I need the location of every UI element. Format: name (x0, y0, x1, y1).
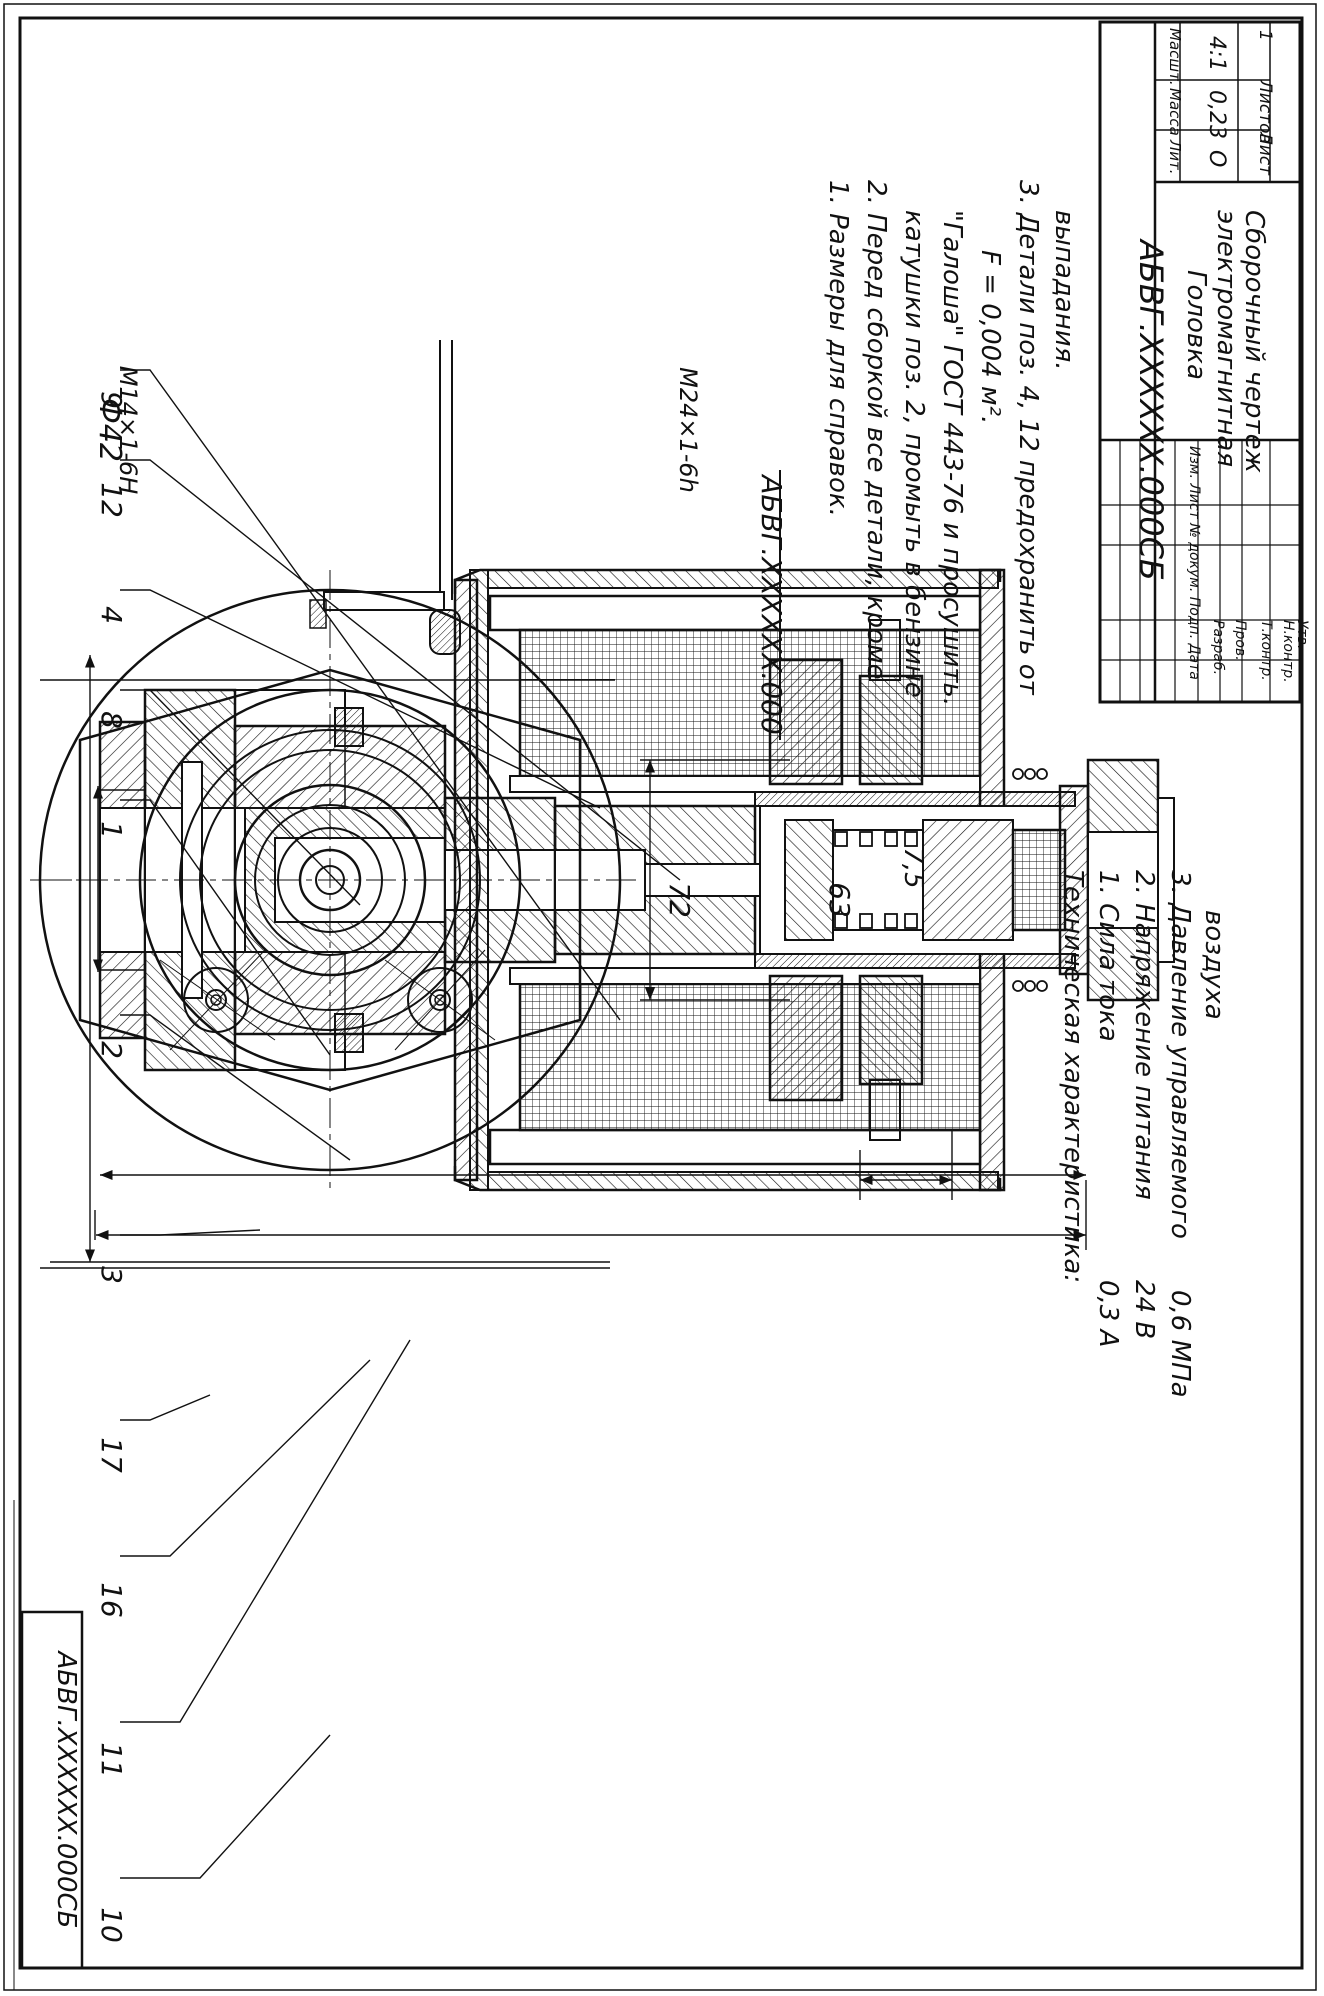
tech-row-3-label: 3. Давление управляемого (1165, 870, 1195, 1239)
title-role-3: Т.контр. (1258, 620, 1274, 681)
dim-7-5: 7,5 (898, 847, 928, 888)
title-role-4: Н.контр. (1280, 620, 1296, 683)
corner-code-box: АБВГ.XXXXXX.000СБ (20, 1610, 84, 1970)
title-scale-header: Масшт. (1166, 28, 1184, 86)
part-17-terminal (309, 340, 461, 655)
title-sheets-value: 1 (1255, 30, 1275, 41)
title-designation: АБВГ.XXXXXX.000СБ (1132, 238, 1170, 581)
title-block: АБВГ.XXXXXX.000СБ Головка электромагнитн… (1098, 20, 1310, 704)
part-9-seal-rings (1012, 768, 1048, 992)
general-notes: 1. Размеры для справок. 2. Перед сборкой… (823, 180, 1079, 706)
title-sheets-label: Листов (1255, 79, 1275, 144)
top-view (30, 570, 640, 1190)
callout-1: 1 (95, 821, 128, 839)
title-mass-header: Масса (1166, 88, 1184, 136)
corner-drawing-code: АБВГ.XXXXXX.000СБ (51, 1650, 81, 1929)
dim-m14: М14×1-6Н (114, 366, 142, 495)
part-4-valve (784, 819, 1067, 941)
spec-code-block: АБВГ.XXXXXX.000 (755, 470, 788, 740)
dimension-lines (40, 655, 1087, 1269)
title-role-1: Разраб. (1210, 620, 1226, 675)
note-line-4: "Галоша" ГОСТ 443-76 и просушить. (937, 210, 967, 706)
callout-3: 3 (95, 1266, 128, 1284)
top-flange (768, 619, 1175, 1141)
drawing-frame (18, 16, 1304, 1970)
note-line-5: F = 0,004 м². (975, 250, 1005, 424)
callout-11: 11 (95, 1742, 128, 1778)
tech-row-4-label: воздуха (1199, 910, 1229, 1020)
spec-code: АБВГ.XXXXXX.000 (755, 473, 788, 735)
callout-8: 8 (95, 711, 128, 729)
title-role-2: Пров. (1232, 620, 1248, 661)
callout-10: 10 (95, 1907, 128, 1943)
callout-2: 2 (95, 1041, 128, 1059)
title-lit-value: О (1204, 150, 1229, 167)
tech-row-2-label: 2. Напряжение питания (1129, 870, 1159, 1200)
callout-17: 17 (95, 1437, 128, 1473)
nut-hex-side-2 (234, 1033, 346, 1071)
note-line-3: катушки поз. 2, промыть в бензине (899, 210, 929, 698)
part-12-spring (834, 831, 918, 929)
title-lit-header: Лит. (1166, 139, 1184, 175)
callout-4: 4 (95, 606, 128, 624)
dim-m24: М24×1-6h (674, 367, 702, 493)
tech-row-3-value: 0,6 МПа (1165, 1290, 1195, 1398)
callout-12: 12 (95, 482, 128, 518)
title-name-3: Сборочный чертеж (1239, 210, 1269, 474)
callout-9: 9 (95, 391, 128, 409)
tech-row-2-value: 24 В (1129, 1280, 1159, 1339)
section-view (30, 340, 1175, 1192)
note-line-1: 1. Размеры для справок. (823, 180, 853, 517)
title-name-2: электромагнитная (1211, 210, 1241, 467)
title-mass-value: 0,23 (1204, 90, 1229, 139)
dim-phi42: Ф42 (92, 398, 127, 462)
leader-lines (120, 369, 681, 1879)
tech-row-1-value: 0,3 А (1093, 1280, 1123, 1347)
nut-hex-side (234, 689, 346, 727)
hex-nut (78, 668, 582, 1092)
note-line-6: 3. Детали поз. 4, 12 предохранить от (1013, 180, 1043, 696)
callout-16: 16 (95, 1582, 128, 1618)
note-line-7: выпадания. (1049, 210, 1079, 371)
outer-border (3, 3, 1317, 1991)
title-sheet-label: Лист (1255, 131, 1275, 176)
technical-characteristics: Техническая характеристика: 1. Сила тока… (1058, 870, 1229, 1398)
dim-72: 72 (663, 882, 696, 918)
title-name-1: Головка (1181, 270, 1211, 380)
tech-row-1-label: 1. Сила тока (1093, 870, 1123, 1042)
mount-screw-1 (159, 949, 276, 1051)
mount-screw-2 (384, 949, 496, 1051)
title-role-5: Утв. (1294, 620, 1310, 649)
title-scale-value: 4:1 (1204, 36, 1229, 71)
note-line-2: 2. Перед сборкой все детали, кроме (861, 180, 891, 680)
tech-title: Техническая характеристика: (1058, 870, 1088, 1283)
title-row-headers: Изм. Лист № докум. Подп. Дата (1186, 446, 1202, 680)
dim-63: 63 (823, 882, 856, 918)
